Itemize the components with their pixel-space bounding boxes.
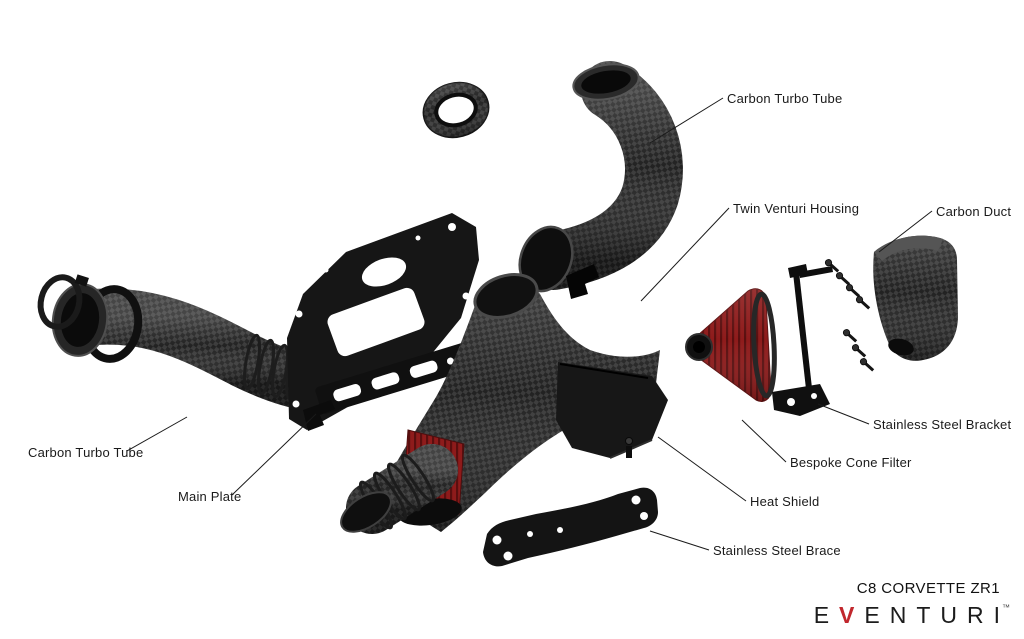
leader-carbon-turbo-tube-right — [649, 97, 724, 144]
leader-bespoke-cone-filter — [741, 419, 787, 463]
leader-carbon-duct — [878, 210, 933, 253]
part-carbon-duct — [873, 235, 958, 361]
part-stainless-steel-brace — [483, 487, 658, 567]
logo-letters-rest: ENTURI — [864, 602, 1010, 628]
part-carbon-ring — [422, 81, 490, 139]
trademark-symbol: ™ — [1002, 603, 1010, 612]
label-stainless-steel-bracket: Stainless Steel Bracket — [873, 417, 1012, 432]
leader-stainless-steel-bracket — [817, 403, 870, 425]
part-heat-shield — [556, 362, 668, 459]
part-carbon-turbo-tube-left — [37, 274, 338, 411]
label-bespoke-cone-filter: Bespoke Cone Filter — [790, 455, 912, 470]
model-title: C8 CORVETTE ZR1 — [856, 580, 1000, 597]
label-heat-shield: Heat Shield — [750, 494, 820, 509]
leader-carbon-turbo-tube-left — [126, 416, 188, 452]
label-twin-venturi-housing: Twin Venturi Housing — [733, 201, 860, 216]
leader-stainless-steel-brace — [649, 530, 710, 551]
label-main-plate: Main Plate — [178, 489, 242, 504]
eventuri-logo: EVENTURI™ — [814, 602, 1010, 629]
leader-heat-shield — [657, 436, 747, 502]
logo-letter-v-red: V — [839, 602, 865, 628]
mounting-screws — [824, 259, 875, 372]
part-carbon-turbo-tube-right — [518, 61, 683, 299]
logo-letter-e: E — [813, 602, 840, 628]
leader-lines — [126, 97, 933, 551]
label-carbon-turbo-tube-right: Carbon Turbo Tube — [727, 91, 843, 106]
label-stainless-steel-brace: Stainless Steel Brace — [713, 543, 841, 558]
part-twin-venturi-housing — [340, 273, 660, 534]
part-bespoke-cone-filter — [685, 288, 777, 402]
part-stainless-steel-bracket — [772, 264, 833, 416]
leader-main-plate — [231, 413, 317, 496]
label-carbon-duct: Carbon Duct — [936, 204, 1012, 219]
part-main-plate — [287, 213, 479, 431]
label-carbon-turbo-tube-left: Carbon Turbo Tube — [28, 445, 144, 460]
leader-twin-venturi-housing — [640, 207, 730, 302]
